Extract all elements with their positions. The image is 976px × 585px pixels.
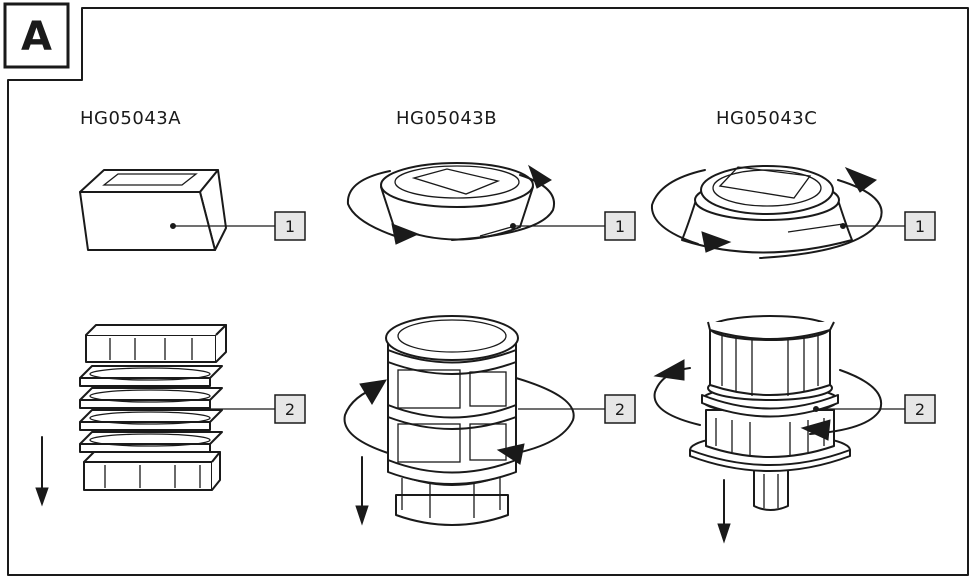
callout-1-c: 1 (840, 211, 936, 241)
callout-1-a: 1 (174, 211, 306, 241)
down-arrow-icon (717, 479, 731, 544)
callout-2-a: 2 (200, 394, 306, 424)
callout-number: 1 (615, 217, 625, 236)
diagram-frame (7, 7, 969, 576)
callout-2-c: 2 (813, 394, 936, 424)
callout-1-b: 1 (510, 211, 636, 241)
rotation-arrow-icon (653, 359, 883, 441)
body-cage-b (385, 315, 519, 526)
rotation-arrow-icon (343, 377, 575, 465)
rotation-arrow-icon (650, 166, 883, 259)
down-arrow-icon (355, 456, 369, 526)
panel-letter-box: A (3, 2, 70, 69)
model-label-c: HG05043C (716, 108, 817, 129)
body-stacked-a (79, 324, 227, 491)
callout-number: 2 (615, 400, 625, 419)
body-ringed-c (689, 315, 851, 511)
callout-2-b: 2 (518, 394, 636, 424)
down-arrow-icon (35, 436, 49, 507)
callout-number: 2 (915, 400, 925, 419)
cap-round-c (681, 165, 853, 254)
callout-number: 2 (285, 400, 295, 419)
callout-number: 1 (915, 217, 925, 236)
rotation-arrow-icon (346, 164, 556, 245)
cap-rectangular-a (79, 169, 227, 251)
model-label-b: HG05043B (396, 108, 497, 129)
panel-letter: A (21, 14, 52, 60)
callout-number: 1 (285, 217, 295, 236)
model-label-a: HG05043A (80, 108, 181, 129)
